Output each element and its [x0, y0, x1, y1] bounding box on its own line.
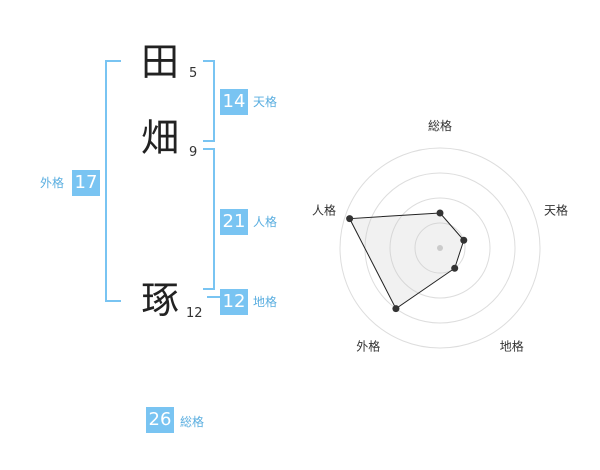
- stroke-count-1: 5: [189, 66, 198, 81]
- radar-axis-label: 天格: [544, 202, 568, 217]
- radar-point-人格: [346, 215, 354, 223]
- jinkaku-score: 21: [220, 209, 248, 235]
- jinkaku-bracket: [203, 148, 215, 290]
- radar-axis-label: 地格: [500, 339, 524, 354]
- radar-axis-label: 人格: [312, 202, 336, 217]
- radar-point-地格: [451, 264, 459, 272]
- tenkaku-score: 14: [220, 89, 248, 115]
- jinkaku-label: 人格: [253, 215, 278, 229]
- tenkaku-label: 天格: [253, 95, 278, 109]
- soukaku-score: 26: [146, 407, 174, 433]
- name-char-2: 畑: [140, 116, 179, 160]
- radar-shape: [346, 209, 468, 313]
- name-char-3: 琢: [140, 278, 179, 322]
- stroke-count-2: 9: [189, 145, 198, 160]
- radar-axis-label: 外格: [356, 339, 380, 354]
- stroke-count-3: 12: [186, 306, 203, 321]
- gaikaku-label: 外格: [40, 176, 65, 190]
- gaikaku-bracket: [105, 60, 121, 302]
- gaikaku-score: 17: [72, 170, 100, 196]
- radar-center: [437, 245, 443, 251]
- radar-point-総格: [436, 209, 444, 217]
- chikaku-bracket: [207, 296, 221, 298]
- tenkaku-bracket: [203, 60, 215, 142]
- chikaku-label: 地格: [253, 295, 278, 309]
- soukaku-label: 総格: [180, 415, 205, 429]
- radar-series-polygon: [348, 212, 465, 310]
- name-char-1: 田: [140, 40, 179, 84]
- radar-point-外格: [392, 305, 400, 313]
- chikaku-score: 12: [220, 289, 248, 315]
- radar-point-天格: [460, 236, 468, 244]
- radar-axis-label: 総格: [428, 118, 452, 133]
